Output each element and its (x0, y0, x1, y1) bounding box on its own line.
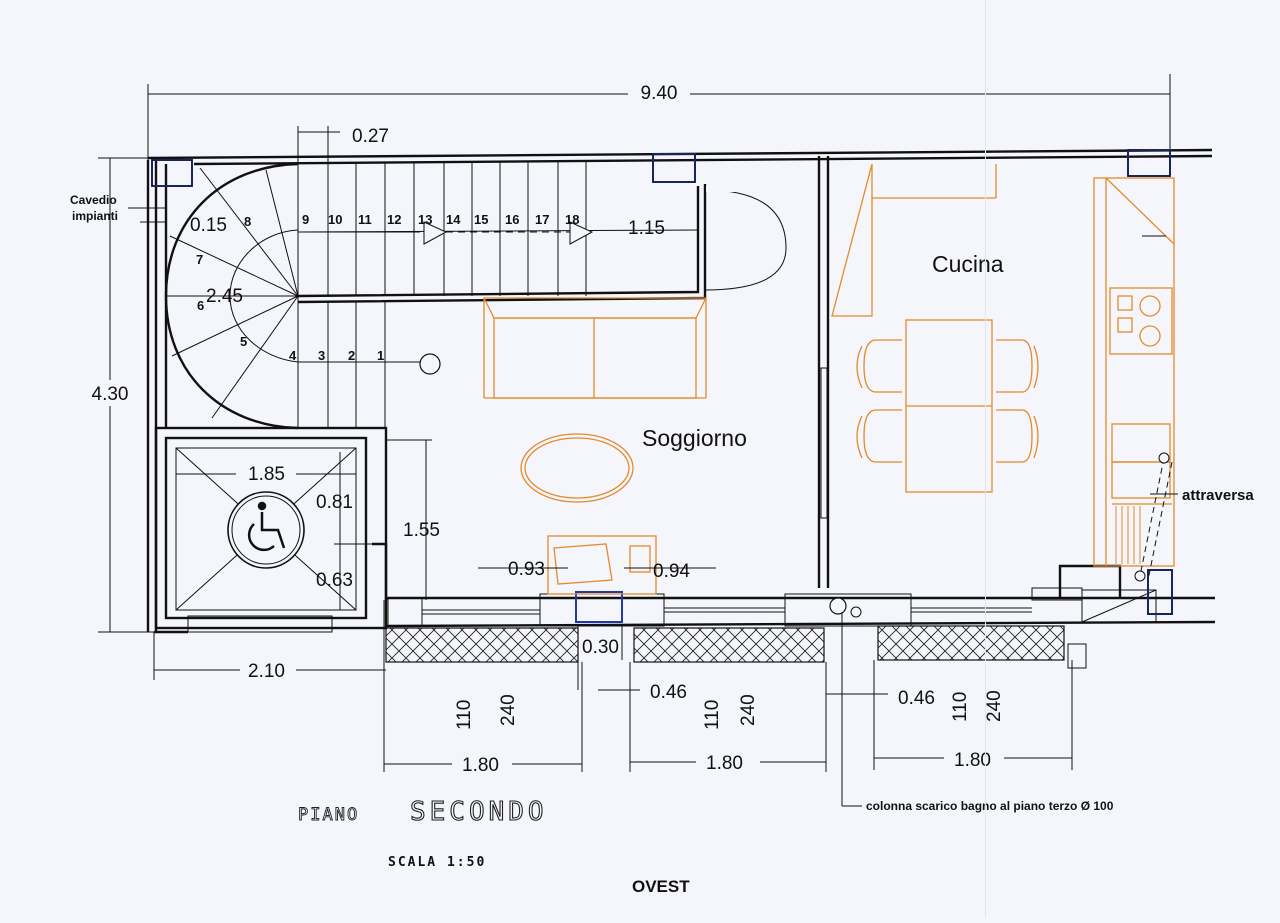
gap-2-dim: 0.46 (898, 688, 935, 709)
window-1-dim: 1.80 (462, 755, 499, 776)
step-number: 15 (474, 212, 488, 227)
plan-scale: scala 1:50 (388, 855, 486, 870)
step-number: 14 (446, 212, 461, 227)
stair-radius-dim: 2.45 (206, 286, 243, 307)
step-number: 10 (328, 212, 342, 227)
accessibility-icon (247, 501, 286, 552)
staircase: 0.27 1 2 3 4 5 6 7 8 9 10 11 12 13 14 15… (70, 126, 699, 430)
sill-1b-dim: 240 (498, 694, 519, 726)
drain-column: colonna scarico bagno al piano terzo Ø 1… (829, 597, 1114, 813)
step-number: 13 (418, 212, 432, 227)
step-number: 12 (387, 212, 401, 227)
lift-width-dim: 1.85 (248, 464, 285, 485)
cavedio-label: impianti (72, 209, 118, 223)
paper-fold (985, 0, 986, 918)
walls (146, 148, 1216, 669)
lift-side-a-dim: 0.81 (316, 492, 353, 513)
window-2-dim: 1.80 (706, 753, 743, 774)
total-height-dim: 4.30 (92, 384, 129, 405)
step-number: 17 (535, 212, 549, 227)
sill-3a-dim: 110 (950, 692, 971, 722)
total-width-dim: 9.40 (641, 83, 678, 104)
lift-depth-dim: 1.55 (403, 520, 440, 541)
windows (385, 607, 1065, 663)
gap-1-dim: 0.46 (650, 682, 687, 703)
lift: 1.85 0.81 0.63 1.55 2.10 (153, 439, 440, 682)
step-number: 2 (348, 348, 355, 363)
step-number: 5 (240, 334, 247, 349)
step-number: 7 (196, 252, 203, 267)
plan-title-lead: Piano (298, 805, 359, 825)
cavedio-dim: 0.15 (190, 215, 227, 236)
window-3-dim: 1.80 (954, 750, 991, 771)
step-number: 11 (358, 212, 372, 227)
pillar-dim: 0.30 (582, 637, 619, 658)
bottom-dimensions: 0.30 1.80 110 240 0.46 1.80 110 240 0.46… (383, 626, 1073, 776)
room-label-living: Soggiorno (642, 425, 747, 451)
stair-width-dim: 1.15 (628, 218, 665, 239)
room-label-kitchen: Cucina (932, 251, 1004, 277)
sill-2a-dim: 110 (702, 700, 723, 730)
window-left-a-dim: 0.93 (508, 559, 545, 580)
step-number: 4 (289, 348, 297, 363)
attraversa-label: attraversa (1182, 487, 1254, 504)
plan-title: Secondo (410, 797, 548, 827)
orientation-label: OVEST (632, 877, 690, 896)
sill-1a-dim: 110 (454, 700, 475, 730)
living-furniture: 0.93 0.94 (478, 297, 716, 595)
lift-side-b-dim: 0.63 (316, 570, 353, 591)
cavedio-label: Cavedio (70, 193, 117, 207)
window-left-b-dim: 0.94 (653, 561, 690, 582)
step-depth-dim: 0.27 (352, 126, 389, 147)
step-number: 6 (197, 298, 204, 313)
kitchen-furniture: attraversa (831, 163, 1254, 582)
step-number: 18 (565, 212, 579, 227)
overall-dimensions: 9.40 4.30 (84, 74, 1171, 633)
step-number: 16 (505, 212, 519, 227)
title-block: Piano Secondo scala 1:50 OVEST (298, 796, 691, 896)
step-number: 3 (318, 348, 325, 363)
drain-note: colonna scarico bagno al piano terzo Ø 1… (866, 799, 1114, 813)
sill-3b-dim: 240 (984, 690, 1005, 722)
step-number: 8 (244, 214, 251, 229)
structural-columns (151, 149, 1173, 623)
step-number: 9 (302, 212, 309, 227)
step-number: 1 (377, 348, 384, 363)
sill-2b-dim: 240 (738, 694, 759, 726)
left-block-dim: 2.10 (248, 661, 285, 682)
